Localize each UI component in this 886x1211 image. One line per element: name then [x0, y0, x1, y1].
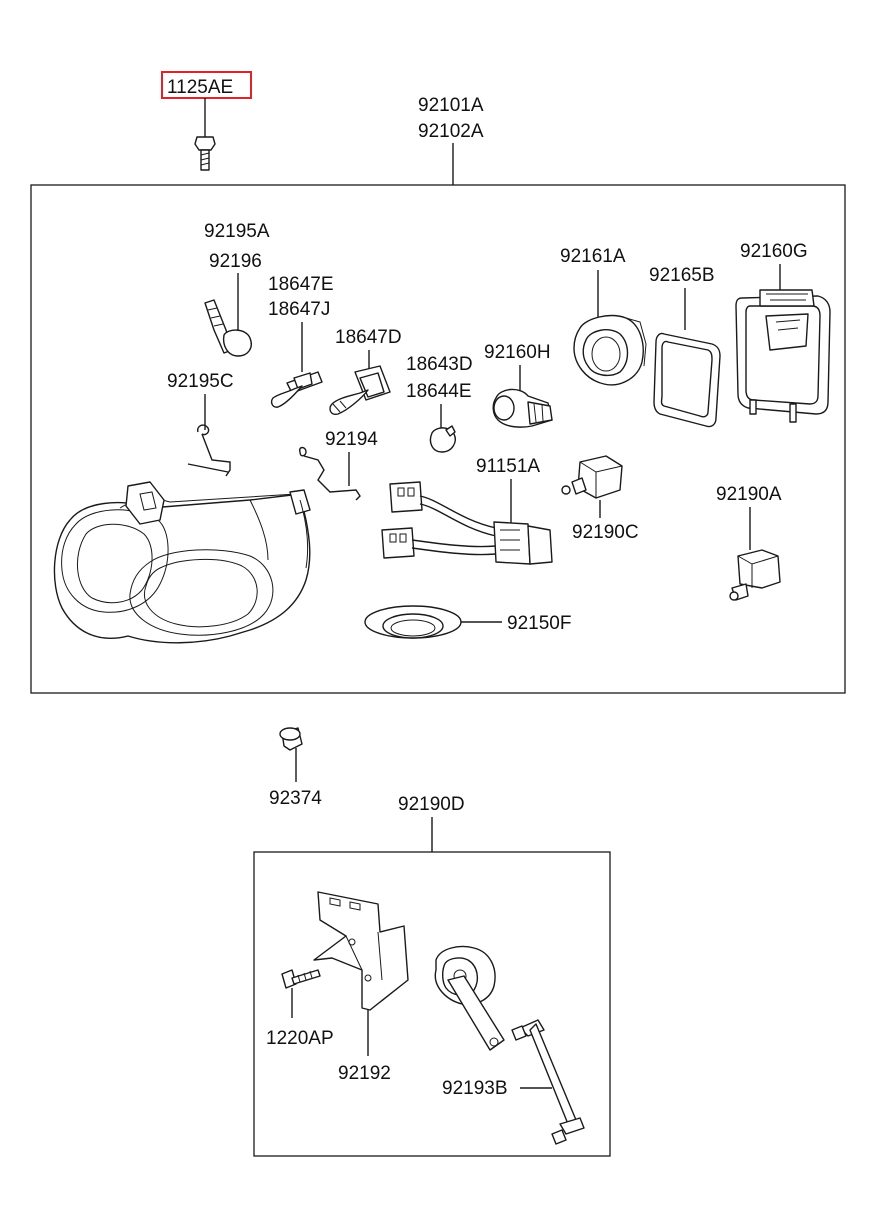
label-92193B[interactable]: 92193B [442, 1078, 508, 1099]
label-92160H[interactable]: 92160H [484, 342, 551, 363]
label-92190D[interactable]: 92190D [398, 794, 465, 815]
assembly-box-headlamp [30, 184, 846, 694]
bulb-18643D [429, 425, 456, 453]
label-92161A[interactable]: 92161A [560, 246, 626, 267]
label-92102A[interactable]: 92102A [418, 121, 484, 142]
label-92195C[interactable]: 92195C [167, 371, 234, 392]
label-18647E[interactable]: 18647E [268, 274, 334, 295]
link-rod-92193B [511, 1019, 585, 1145]
gasket-92165B [653, 332, 721, 428]
label-92150F[interactable]: 92150F [507, 613, 571, 634]
level-sensor-92190D [434, 945, 505, 1051]
bulb-18647D [329, 365, 391, 416]
label-92160G[interactable]: 92160G [740, 241, 808, 262]
label-18643D[interactable]: 18643D [406, 354, 473, 375]
label-92165B[interactable]: 92165B [649, 265, 715, 286]
label-18647D[interactable]: 18647D [335, 327, 402, 348]
socket-92160H [492, 388, 553, 428]
wire-clip-92195C [187, 424, 231, 477]
headlamp-housing [53, 481, 311, 644]
label-92190A[interactable]: 92190A [716, 484, 782, 505]
label-91151A[interactable]: 91151A [476, 456, 540, 477]
screw-1220AP [281, 969, 321, 989]
bolt-1125AE [194, 136, 216, 171]
bulb-18647E [270, 371, 323, 408]
label-92190C[interactable]: 92190C [572, 522, 639, 543]
seal-92150F [364, 605, 462, 639]
label-18644E[interactable]: 18644E [406, 381, 472, 402]
sensor-92190A [729, 549, 781, 601]
ring-92161A [573, 314, 647, 386]
clip-92196 [204, 299, 252, 357]
label-92192[interactable]: 92192 [338, 1063, 391, 1084]
actuator-92190C [561, 455, 623, 499]
label-18647J[interactable]: 18647J [268, 299, 330, 320]
label-92101A[interactable]: 92101A [418, 95, 484, 116]
harness-91151A [381, 481, 553, 565]
assembly-box-92190D [253, 851, 611, 1157]
wire-92194 [298, 446, 361, 501]
cover-92160G [735, 289, 831, 423]
label-92195A[interactable]: 92195A [204, 221, 270, 242]
bracket-92192 [313, 891, 409, 1011]
label-92196[interactable]: 92196 [209, 251, 262, 272]
label-92374[interactable]: 92374 [269, 788, 322, 809]
highlight-box-1125AE [161, 71, 252, 99]
grommet-92374 [279, 727, 303, 751]
label-1220AP[interactable]: 1220AP [266, 1028, 334, 1049]
label-92194[interactable]: 92194 [325, 429, 378, 450]
label-1125AE[interactable]: 1125AE [167, 77, 233, 98]
